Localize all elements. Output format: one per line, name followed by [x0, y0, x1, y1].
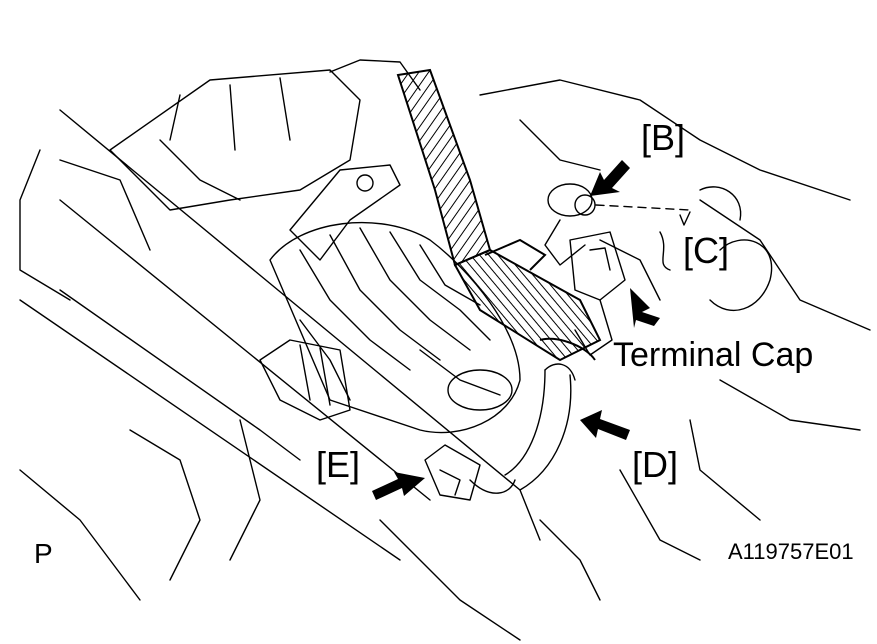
arrow-d	[580, 410, 630, 440]
arrow-c	[630, 288, 660, 328]
terminal-bolt	[544, 183, 691, 266]
connector-e	[424, 444, 516, 501]
figure-code: A119757E01	[728, 539, 854, 564]
removed-cap	[659, 211, 691, 271]
background-engine-outline	[19, 59, 871, 641]
callout-d: [D]	[632, 444, 679, 485]
left-connector	[229, 339, 351, 561]
callout-terminal-cap: Terminal Cap	[613, 336, 814, 374]
main-harness	[396, 68, 602, 362]
callout-b: [B]	[641, 117, 686, 158]
alternator-bracket	[159, 139, 401, 261]
callout-c: [C]	[683, 230, 730, 271]
arrow-e	[372, 472, 425, 500]
callout-e: [E]	[316, 444, 361, 485]
arrow-b	[590, 160, 630, 196]
wire-harness-d	[504, 363, 576, 491]
corner-letter: P	[34, 538, 53, 569]
